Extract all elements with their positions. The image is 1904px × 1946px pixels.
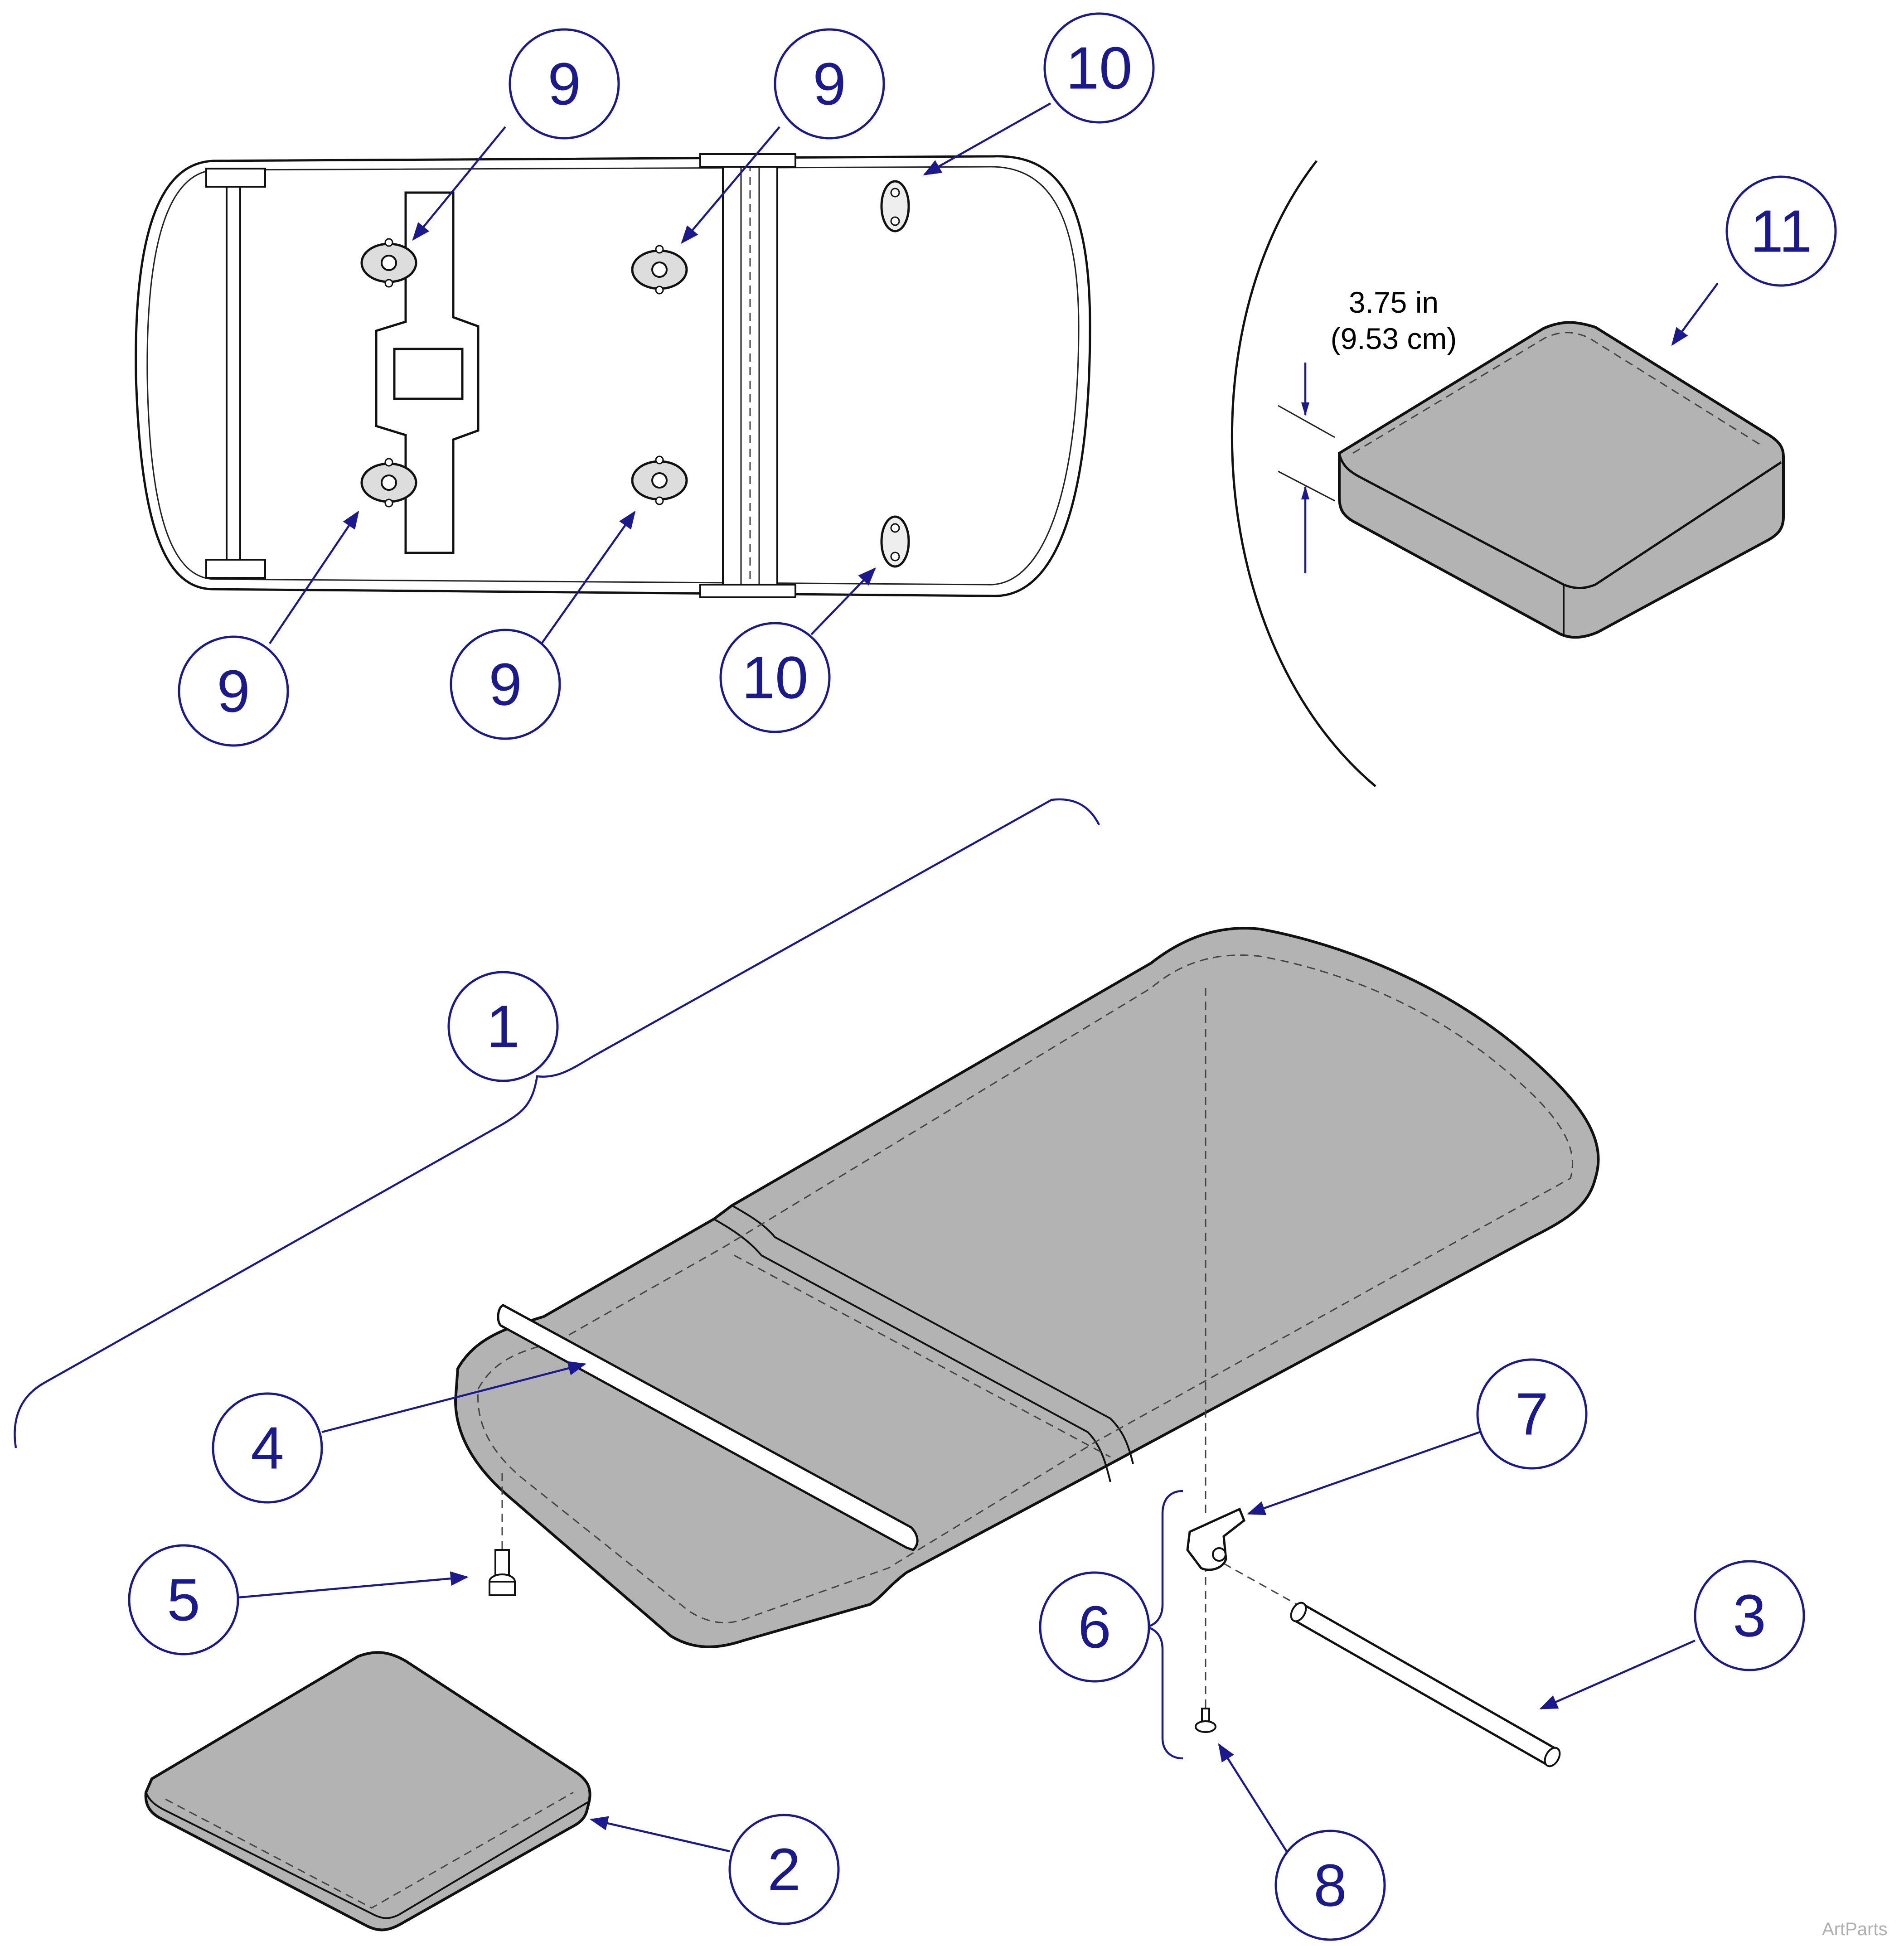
callout-7: 7 <box>1476 1358 1588 1470</box>
rod-3 <box>1290 1602 1561 1767</box>
grommet-9-upper-right <box>631 245 688 295</box>
callout-5: 5 <box>128 1544 239 1656</box>
svg-text:11: 11 <box>1750 198 1812 265</box>
pad-10-bottom <box>880 515 910 568</box>
svg-text:10: 10 <box>742 644 809 711</box>
frame-inner-outline <box>146 166 1080 586</box>
svg-text:4: 4 <box>251 1415 284 1481</box>
callout-1: 1 <box>447 971 559 1082</box>
frame-left-rail <box>226 171 241 572</box>
callout-9-top-right: 9 <box>774 28 885 140</box>
callout-8: 8 <box>1274 1830 1386 1941</box>
assembly-bracket-6 <box>1146 1490 1183 1760</box>
callout-11: 11 <box>1725 175 1837 287</box>
assembly-bracket-1 <box>14 798 1100 1448</box>
main-cushion <box>454 927 1600 1648</box>
callout-3: 3 <box>1694 1560 1805 1671</box>
bracket-7 <box>1186 1507 1246 1571</box>
callout-10-bottom: 10 <box>719 622 831 733</box>
grommet-9-lower-left <box>360 458 417 508</box>
grommet-9-lower-right <box>631 455 688 505</box>
small-cushion-2 <box>144 1651 591 1931</box>
frame-left-bracket-top <box>205 168 266 188</box>
frame-left-bracket-bottom <box>205 559 266 579</box>
grommet-9-upper-left <box>360 238 417 288</box>
callout-9-bottom-right: 9 <box>450 629 561 740</box>
frame-underside-view <box>135 153 1091 598</box>
mounting-plate-cutout <box>393 348 464 400</box>
screw-5 <box>489 1549 516 1596</box>
svg-text:2: 2 <box>767 1836 800 1903</box>
svg-text:5: 5 <box>167 1567 200 1633</box>
callout-4: 4 <box>212 1392 323 1504</box>
svg-text:9: 9 <box>547 51 581 117</box>
dimension-centimeters: (9.53 cm) <box>1331 322 1457 355</box>
svg-text:9: 9 <box>217 658 250 725</box>
frame-hinge-bottom-clamp <box>699 584 796 598</box>
detail-view-boundary-arc <box>1231 160 1376 787</box>
artparts-watermark: ArtParts <box>1822 1919 1887 1939</box>
svg-text:3: 3 <box>1733 1583 1766 1649</box>
rod-4 <box>497 1304 919 1551</box>
callout-9-bottom-left: 9 <box>178 635 289 747</box>
callout-9-top-left: 9 <box>509 28 620 140</box>
svg-text:8: 8 <box>1313 1852 1347 1919</box>
svg-text:7: 7 <box>1515 1381 1548 1447</box>
callout-2: 2 <box>728 1814 840 1925</box>
frame-outline <box>135 155 1091 597</box>
svg-text:9: 9 <box>489 651 522 718</box>
screw-8 <box>1195 1708 1216 1733</box>
svg-text:1: 1 <box>486 993 519 1060</box>
cushion-11 <box>1338 321 1785 639</box>
svg-text:10: 10 <box>1066 35 1133 102</box>
svg-text:9: 9 <box>813 51 846 117</box>
pad-10-top <box>880 180 910 232</box>
callout-10-top: 10 <box>1043 12 1155 124</box>
dimension-inches: 3.75 in <box>1349 286 1439 319</box>
callout-6: 6 <box>1039 1571 1150 1683</box>
svg-text:6: 6 <box>1078 1594 1111 1660</box>
